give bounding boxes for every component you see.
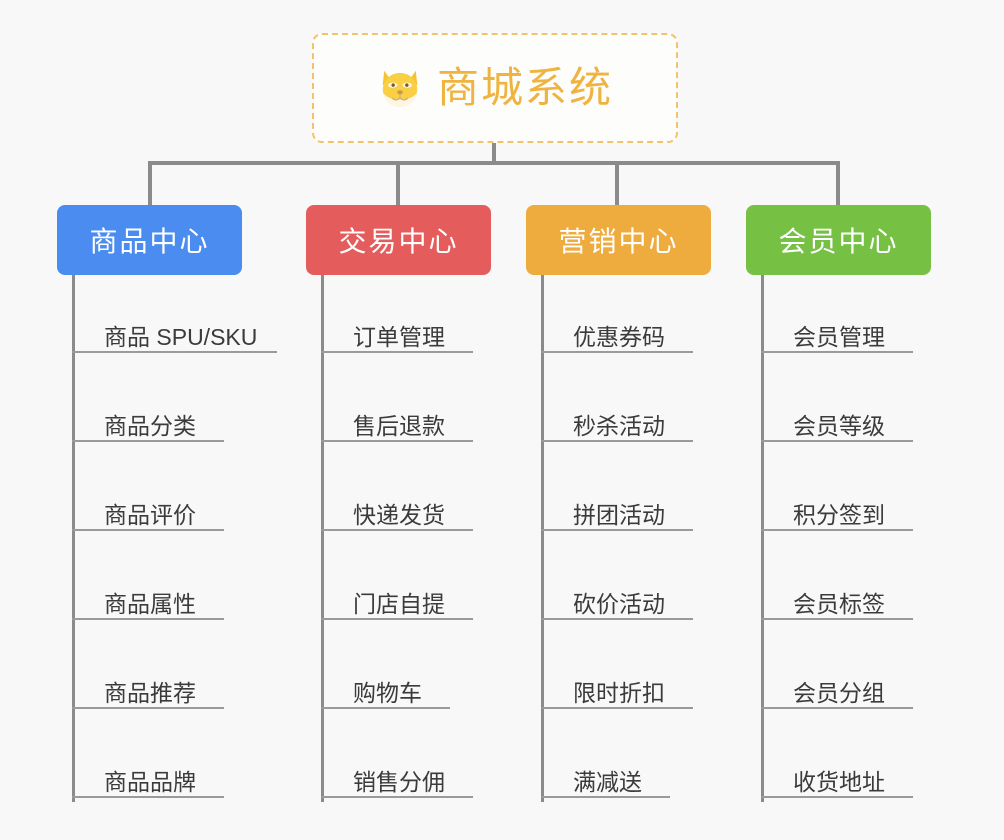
shiba-dog-icon xyxy=(382,70,418,108)
leaf-underline xyxy=(321,440,473,442)
branch-label-4: 会员中心 xyxy=(778,226,899,257)
connector-drop-4 xyxy=(836,161,840,205)
leaf-label: 收货地址 xyxy=(793,769,885,795)
root-title: 商城系统 xyxy=(436,64,613,111)
branch-trunk-3 xyxy=(541,275,544,802)
connector-horizontal-bus xyxy=(150,161,840,165)
leaf-underline xyxy=(72,440,224,442)
leaf-underline xyxy=(321,618,473,620)
leaf-label: 会员分组 xyxy=(793,680,885,706)
leaf-label: 砍价活动 xyxy=(573,591,665,617)
leaf-underline xyxy=(541,796,670,798)
branch-trunk-2 xyxy=(321,275,324,802)
branch-trunk-4 xyxy=(761,275,764,802)
leaf-label: 秒杀活动 xyxy=(573,413,665,439)
branch-label-3: 营销中心 xyxy=(558,226,679,257)
leaf-label: 会员标签 xyxy=(793,591,885,617)
leaf-label: 快递发货 xyxy=(353,502,445,528)
leaf-label: 商品 SPU/SKU xyxy=(104,324,258,350)
leaf-underline xyxy=(761,529,913,531)
leaf-underline xyxy=(321,529,473,531)
leaf-label: 限时折扣 xyxy=(573,680,665,706)
leaf-underline xyxy=(321,351,473,353)
leaf-label: 销售分佣 xyxy=(353,769,445,795)
branch-box-2[interactable]: 交易中心 xyxy=(306,205,491,275)
branch-box-1[interactable]: 商品中心 xyxy=(57,205,242,275)
leaf-label: 订单管理 xyxy=(353,324,445,350)
leaf-underline xyxy=(72,707,224,709)
leaf-underline xyxy=(761,440,913,442)
leaf-label: 会员管理 xyxy=(793,324,885,350)
leaf-label: 购物车 xyxy=(353,680,422,706)
leaf-label: 商品推荐 xyxy=(104,680,196,706)
branch-box-3[interactable]: 营销中心 xyxy=(526,205,711,275)
leaf-underline xyxy=(321,796,473,798)
leaf-underline xyxy=(541,351,693,353)
leaf-label: 商品品牌 xyxy=(104,769,196,795)
leaf-underline xyxy=(541,529,693,531)
leaf-underline xyxy=(541,707,693,709)
leaf-label: 商品属性 xyxy=(104,591,196,617)
leaf-underline xyxy=(541,618,693,620)
leaf-label: 门店自提 xyxy=(353,591,445,617)
connector-root-stem xyxy=(492,143,496,165)
connector-drop-2 xyxy=(396,161,400,205)
leaf-label: 售后退款 xyxy=(353,413,445,439)
connector-drop-3 xyxy=(615,161,619,205)
connector-drop-1 xyxy=(148,161,152,205)
leaf-label: 积分签到 xyxy=(793,502,885,528)
leaf-label: 满减送 xyxy=(573,769,642,795)
branch-trunk-1 xyxy=(72,275,75,802)
leaf-label: 会员等级 xyxy=(793,413,885,439)
leaf-underline xyxy=(761,618,913,620)
leaf-label: 拼团活动 xyxy=(573,502,665,528)
branch-label-2: 交易中心 xyxy=(338,226,459,257)
leaf-underline xyxy=(761,351,913,353)
leaf-underline xyxy=(72,351,277,353)
branch-box-4[interactable]: 会员中心 xyxy=(746,205,931,275)
leaf-underline xyxy=(541,440,693,442)
leaf-underline xyxy=(321,707,450,709)
root-node[interactable]: 商城系统 xyxy=(312,33,678,143)
branch-label-1: 商品中心 xyxy=(89,226,210,257)
leaf-underline xyxy=(761,796,913,798)
leaf-label: 商品评价 xyxy=(104,502,196,528)
leaf-underline xyxy=(72,796,224,798)
leaf-underline xyxy=(72,529,224,531)
leaf-underline xyxy=(72,618,224,620)
leaf-label: 优惠券码 xyxy=(573,324,665,350)
leaf-label: 商品分类 xyxy=(104,413,196,439)
leaf-underline xyxy=(761,707,913,709)
